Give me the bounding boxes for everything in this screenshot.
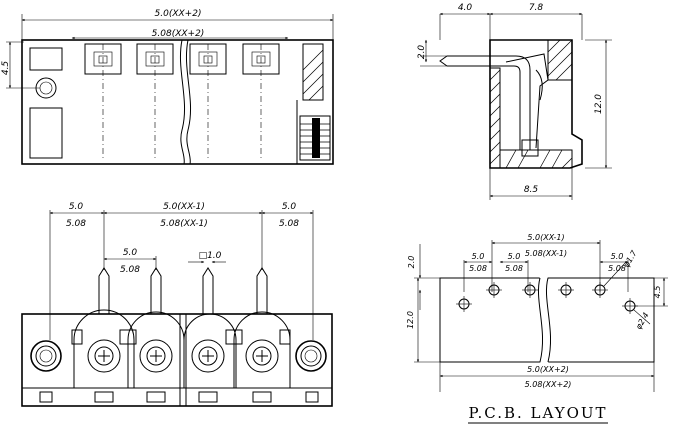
pcb-dim-right-2: 5.08	[608, 264, 626, 273]
front-dim-pitch-2: 5.08	[120, 265, 140, 275]
pcb-dim-v-top: 2.0	[407, 256, 416, 269]
front-view-pins	[98, 267, 268, 314]
pcb-dim-bottom-1: 5.0(XX+2)	[527, 365, 569, 374]
pcb-dim-top-1: 5.0(XX-1)	[527, 233, 564, 242]
side-view-dim-left: 4.0	[458, 3, 473, 13]
top-view-terminals	[84, 43, 280, 160]
front-dim-mid-2: 5.08(XX-1)	[160, 219, 208, 229]
front-dim-left-1: 5.0	[69, 202, 84, 212]
pcb-dim-left-a-1: 5.0	[472, 252, 485, 261]
pcb-layout-title: P.C.B. LAYOUT	[468, 404, 607, 422]
pcb-layout: 5.0(XX-1) 5.08(XX-1) 5.0 5.08 5.0 5.08 5…	[406, 233, 668, 424]
top-view-height-dim: 4.5	[1, 61, 11, 76]
pcb-dim-left-b-1: 5.0	[508, 252, 521, 261]
front-dim-left-2: 5.08	[66, 219, 86, 229]
pcb-dim-hole-large: φ1.7	[622, 248, 639, 269]
front-view: 5.0 5.08 5.0(XX-1) 5.08(XX-1) 5.0 5.08 5…	[21, 202, 333, 407]
front-end-screws	[30, 340, 327, 372]
pcb-dim-left-a-2: 5.08	[469, 264, 487, 273]
front-dim-right-1: 5.0	[282, 202, 297, 212]
front-dim-mid-1: 5.0(XX-1)	[163, 202, 205, 212]
pcb-dim-right-1: 5.0	[611, 252, 624, 261]
side-view-dim-bottom: 8.5	[524, 185, 539, 195]
side-view-dim-pin: 2.0	[417, 45, 427, 60]
top-view-overall-dim-2: 5.08(XX+2)	[152, 29, 205, 39]
front-dim-pin-square: □1.0	[199, 251, 222, 261]
side-view: 4.0 7.8 2.0 12.0	[417, 3, 612, 200]
front-dim-pitch-1: 5.0	[123, 248, 138, 258]
side-view-dim-right: 7.8	[529, 3, 544, 13]
side-view-dim-height: 12.0	[594, 94, 604, 114]
pcb-dim-top-2: 5.08(XX-1)	[525, 249, 567, 258]
top-view: 5.0(XX+2) 5.08(XX+2) 4.5	[1, 9, 334, 165]
pcb-dim-v-right: 4.5	[653, 286, 662, 299]
pcb-dim-bottom-2: 5.08(XX+2)	[525, 380, 572, 389]
front-dim-right-2: 5.08	[279, 219, 299, 229]
pcb-dim-hole-small: φ2.4	[634, 311, 651, 331]
pcb-dim-left-b-2: 5.08	[505, 264, 523, 273]
top-view-overall-dim-1: 5.0(XX+2)	[155, 9, 202, 19]
pcb-dim-v-height: 12.0	[406, 311, 415, 329]
